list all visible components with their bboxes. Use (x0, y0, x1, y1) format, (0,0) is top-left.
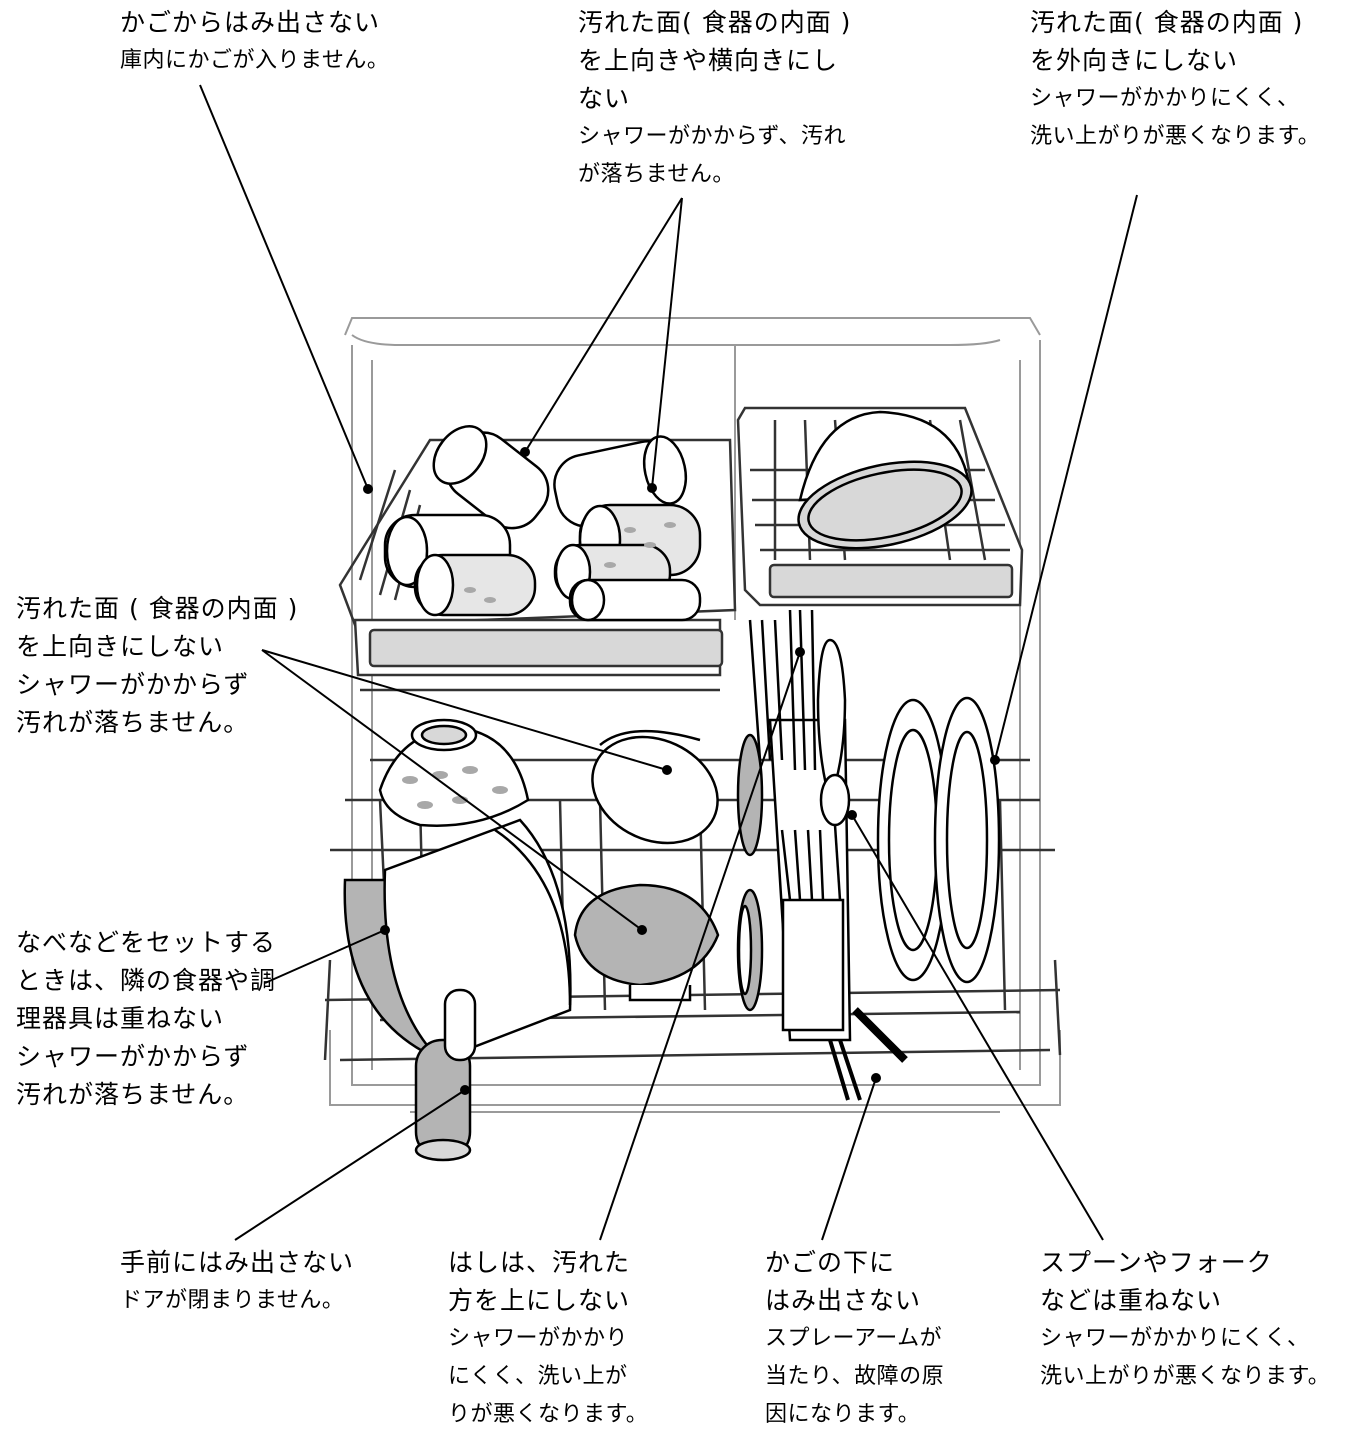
leader-lines (199, 84, 1138, 1241)
callout-desc: シャワーがかかり (448, 1326, 629, 1351)
callout-title: を上向きにしない (16, 632, 225, 661)
callout-desc: 当たり、故障の原 (765, 1364, 945, 1389)
callout-upper-cups: 汚れた面( 食器の内面 ) を上向きや横向きにし ない シャワーがかからず、汚れ… (578, 4, 851, 194)
callout-desc: が落ちません。 (578, 162, 735, 187)
callout-under-basket: かごの下に はみ出さない スプレーアームが 当たり、故障の原 因になります。 (765, 1244, 944, 1434)
upper-left-basket (338, 438, 737, 692)
callout-desc: シャワーがかかりにくく、 (1040, 1326, 1310, 1351)
cup-pattern (464, 522, 676, 603)
callout-title: 汚れた面( 食器の内面 ) (1030, 8, 1304, 37)
callout-desc: りが悪くなります。 (448, 1402, 649, 1427)
callout-desc: ドアが閉まりません。 (120, 1288, 345, 1313)
rice-bowl-pattern (402, 766, 508, 809)
callout-cutlery: スプーンやフォーク などは重ねない シャワーがかかりにくく、 洗い上がりが悪くな… (1040, 1244, 1330, 1396)
cups (383, 425, 702, 622)
callout-title: を上向きや横向きにし (578, 46, 839, 75)
callout-basket-overhang: かごからはみ出さない 庫内にかごが入りません。 (120, 4, 389, 80)
rice-bowl (378, 718, 530, 827)
callout-desc: 汚れが落ちません。 (16, 708, 250, 737)
callout-title: はしは、汚れた (448, 1248, 631, 1277)
callout-title: はみ出さない (765, 1286, 922, 1315)
plates (736, 696, 1001, 1012)
callout-upper-right-dish: 汚れた面( 食器の内面 ) を外向きにしない シャワーがかかりにくく、 洗い上が… (1030, 4, 1320, 156)
callout-title: 手前にはみ出さない (120, 1248, 355, 1277)
callout-title: なべなどをセットする (16, 928, 277, 957)
callout-desc: 庫内にかごが入りません。 (120, 48, 390, 73)
callout-title: 方を上にしない (448, 1286, 631, 1315)
callout-desc: シャワーがかからず、汚れ (578, 124, 847, 149)
callout-desc: シャワーがかからず (16, 1042, 250, 1071)
callout-title: 汚れた面 ( 食器の内面 ) (16, 594, 299, 623)
callout-title: かごからはみ出さない (120, 8, 381, 37)
callout-desc: 因になります。 (765, 1402, 921, 1427)
callout-front: 手前にはみ出さない ドアが閉まりません。 (120, 1244, 354, 1320)
callout-title: を外向きにしない (1030, 46, 1239, 75)
gray-bowl (573, 883, 720, 1002)
upper-right-bowl (797, 410, 973, 550)
leader-dots (363, 447, 1000, 1095)
cabinet-outline (329, 317, 1061, 1113)
callout-title: ときは、隣の食器や調 (16, 966, 277, 995)
callout-title: スプーンやフォーク (1040, 1248, 1273, 1277)
callout-title: 汚れた面( 食器の内面 ) (578, 8, 852, 37)
pot (343, 818, 572, 1162)
callout-desc: 洗い上がりが悪くなります。 (1040, 1364, 1331, 1389)
callout-pot: なべなどをセットする ときは、隣の食器や調 理器具は重ねない シャワーがかからず… (16, 924, 276, 1114)
callout-chopsticks: はしは、汚れた 方を上にしない シャワーがかかり にくく、洗い上が りが悪くなり… (448, 1244, 648, 1434)
callout-desc: シャワーがかかりにくく、 (1030, 86, 1300, 111)
callout-desc: 洗い上がりが悪くなります。 (1030, 124, 1321, 149)
middle-bowl (591, 729, 719, 845)
callout-bowls: 汚れた面 ( 食器の内面 ) を上向きにしない シャワーがかからず 汚れが落ちま… (16, 590, 298, 742)
callout-title: かごの下に (765, 1248, 896, 1277)
callout-desc: シャワーがかからず (16, 670, 250, 699)
callout-desc: にくく、洗い上が (448, 1364, 628, 1389)
cutlery (748, 609, 908, 1101)
callout-title: 理器具は重ねない (16, 1004, 225, 1033)
callout-desc: スプレーアームが (765, 1326, 943, 1351)
callout-desc: 汚れが落ちません。 (16, 1080, 250, 1109)
callout-title: などは重ねない (1040, 1286, 1223, 1315)
callout-title: ない (578, 84, 631, 113)
